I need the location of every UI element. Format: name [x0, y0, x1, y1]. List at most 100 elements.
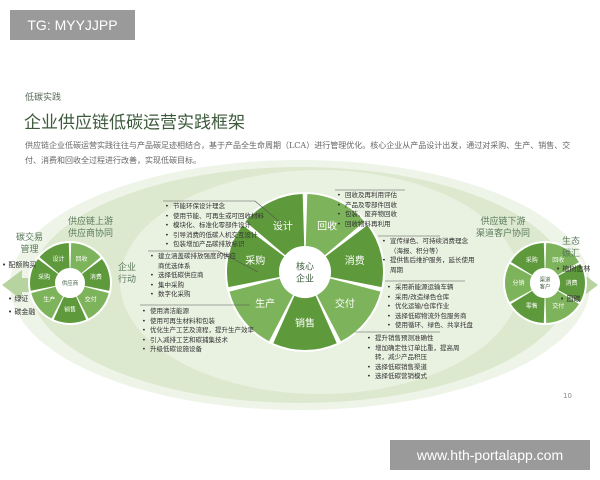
carbon-trading-label: 碳交易 管理 — [16, 233, 44, 255]
design-measure-item: 引导消费的低碳人机交互设计 — [165, 231, 264, 241]
procurement-measure-item: 建立涵盖碳排放强度的供应商优选体系 — [150, 252, 238, 271]
left-item-2: • 绿证 — [8, 295, 29, 303]
sales-measure-item: 提升销售预测准确性 — [367, 334, 460, 344]
production-measure-item: 升级低碳设施设备 — [142, 345, 254, 355]
wheel-segment — [510, 290, 545, 323]
downstream-label: 供应链下游 渠道客户协同 — [476, 217, 531, 239]
production-measures: 使用清洁能源使用可再生材料和包装优化生产工艺及流程，提升生产效率引入减排工艺和碳… — [140, 307, 254, 355]
wheel-segment — [30, 259, 58, 291]
delivery-measure-item: 优化运输/仓库作业 — [387, 302, 473, 312]
right-item-2: • 固碳 — [560, 295, 581, 303]
wheel-segment — [316, 278, 381, 342]
wheel-segment — [510, 243, 545, 276]
left-item-3: • 碳金融 — [8, 308, 36, 316]
page-number: 10 — [563, 392, 572, 400]
wheel-segment-label: 分销 — [512, 279, 524, 287]
design-measures: 节能环保设计理念使用节能、可再生或可回收材料模块化、标准化零部件设计引导消费的低… — [163, 202, 264, 250]
wheel-segment — [273, 295, 337, 350]
procurement-measure-item: 数字化采购 — [150, 290, 238, 300]
procurement-measure-item: 集中采购 — [150, 281, 238, 291]
right-item-1: • 植树造林 — [556, 265, 591, 273]
procurement-measure-item: 选择低碳供应商 — [150, 271, 238, 281]
wheel-segment — [82, 259, 110, 291]
recycling-measure-item: 包装、废弃物回收 — [337, 210, 397, 220]
section-label: 低碳实践 — [25, 93, 62, 103]
wheel-center-label: 核心 — [296, 260, 314, 272]
recycling-measures: 回收及再利用评估产品及零部件回收包装、废弃物回收回收物料再利用 — [335, 191, 397, 229]
wheel-segment-label: 生产 — [255, 297, 275, 310]
wheel-center-label: 渠道 — [540, 275, 551, 283]
wheel-segment-label: 采购 — [245, 254, 265, 267]
recycling-measure-item: 回收物料再利用 — [337, 220, 397, 230]
wheel-segment — [545, 243, 580, 276]
production-measure-item: 使用可再生材料和包装 — [142, 317, 254, 327]
wheel-segment-label: 设计 — [273, 219, 293, 232]
wheel-segment-label: 消费 — [345, 254, 365, 267]
consumption-measures: 宣传绿色、可持续消费理念（海报、积分等）提供售后维护服务，延长使用周期 — [380, 237, 475, 275]
recycling-measure-item: 回收及再利用评估 — [337, 191, 397, 201]
wheel-segment — [545, 290, 580, 323]
wheel-segment — [504, 264, 532, 302]
design-measure-item: 模块化、标准化零部件设计 — [165, 221, 264, 231]
wheel-segment-label: 交付 — [552, 302, 564, 310]
left-item-1: • 配额购买 — [2, 261, 37, 269]
delivery-measure-item: 采用新能源运输车辆 — [387, 283, 473, 293]
wheel-segment — [31, 286, 64, 319]
sales-measure-item: 增加确定性订单比重，提高周转，减少产品积压 — [367, 344, 460, 363]
wheel-center — [281, 248, 329, 296]
recycling-measure-item: 产品及零部件回收 — [337, 201, 397, 211]
wheel-segment — [53, 296, 87, 323]
wheel-segment-label: 销售 — [64, 306, 76, 314]
wheel-segment — [76, 286, 109, 319]
delivery-measure-item: 采用/改造绿色仓库 — [387, 293, 473, 303]
upstream-label: 供应链上游 供应商协同 — [68, 217, 114, 239]
procurement-measures: 建立涵盖碳排放强度的供应商优选体系选择低碳供应商集中采购数字化采购 — [148, 252, 238, 300]
description: 供应链企业低碳运营实践往往与产品碳足迹相结合，基于产品全生命周期（LCA）进行管… — [25, 141, 571, 165]
wheel-center-label: 客户 — [540, 283, 551, 291]
design-measure-item: 使用节能、可再生或可回收材料 — [165, 212, 264, 222]
enterprise-action-label: 企业 行动 — [118, 263, 137, 285]
eco-carbon-sink-label: 生态 碳汇 — [562, 237, 581, 259]
sales-measure-item: 选择低碳营销模式 — [367, 372, 460, 382]
left-wheel: 设计回收消费交付销售生产采购供应商 — [28, 241, 112, 325]
delivery-measure-item: 使用循环、绿色、共享托盘 — [387, 321, 473, 331]
wheel-center-label: 企业 — [296, 272, 314, 284]
site-watermark: www.hth-portalapp.com — [390, 440, 590, 470]
production-measure-item: 使用清洁能源 — [142, 307, 254, 317]
production-measure-item: 引入减排工艺和碳捕集技术 — [142, 336, 254, 346]
wheel-segment-label: 回收 — [75, 255, 87, 263]
wheel-segment — [229, 278, 294, 342]
design-measure-item: 节能环保设计理念 — [165, 202, 264, 212]
wheel-segment — [325, 225, 384, 288]
watermark-badge: TG: MYYJJPP — [10, 10, 135, 40]
connector-lines — [140, 189, 465, 333]
wheel-segment-label: 交付 — [85, 296, 97, 304]
wheel-segment-label: 回收 — [317, 219, 337, 232]
wheel-segment — [39, 243, 70, 274]
wheel-segment-label: 交付 — [335, 297, 355, 310]
wheel-segment-label: 设计 — [52, 255, 64, 263]
delivery-measure-item: 选择低碳物流外包服务商 — [387, 312, 473, 322]
wheel-segment-label: 回收 — [552, 256, 564, 264]
wheel-center — [532, 270, 558, 296]
wheel-segment-label: 生产 — [43, 296, 55, 304]
sales-measure-item: 选择低碳销售渠道 — [367, 363, 460, 373]
design-measure-item: 包装增加产品碳排放标识 — [165, 240, 264, 250]
consumption-measure-item: 提供售后维护服务，延长使用周期 — [382, 256, 475, 275]
wheel-segment-label: 消费 — [565, 279, 577, 287]
wheel-segment-label: 销售 — [295, 316, 315, 329]
wheel-segment-label: 零售 — [526, 302, 538, 310]
delivery-measures: 采用新能源运输车辆采用/改造绿色仓库优化运输/仓库作业选择低碳物流外包服务商使用… — [385, 283, 473, 331]
wheel-segment-label: 采购 — [526, 256, 538, 264]
consumption-measure-item: 宣传绿色、可持续消费理念（海报、积分等） — [382, 237, 475, 256]
production-measure-item: 优化生产工艺及流程，提升生产效率 — [142, 326, 254, 336]
sales-measures: 提升销售预测准确性增加确定性订单比重，提高周转，减少产品积压选择低碳销售渠道选择… — [365, 334, 460, 382]
wheel-segment-label: 消费 — [90, 273, 102, 281]
wheel-segment-label: 采购 — [38, 273, 50, 281]
page-title: 企业供应链低碳运营实践框架 — [24, 113, 245, 133]
wheel-center — [57, 270, 83, 296]
wheel-segment — [558, 264, 585, 302]
wheel-segment — [70, 243, 101, 274]
